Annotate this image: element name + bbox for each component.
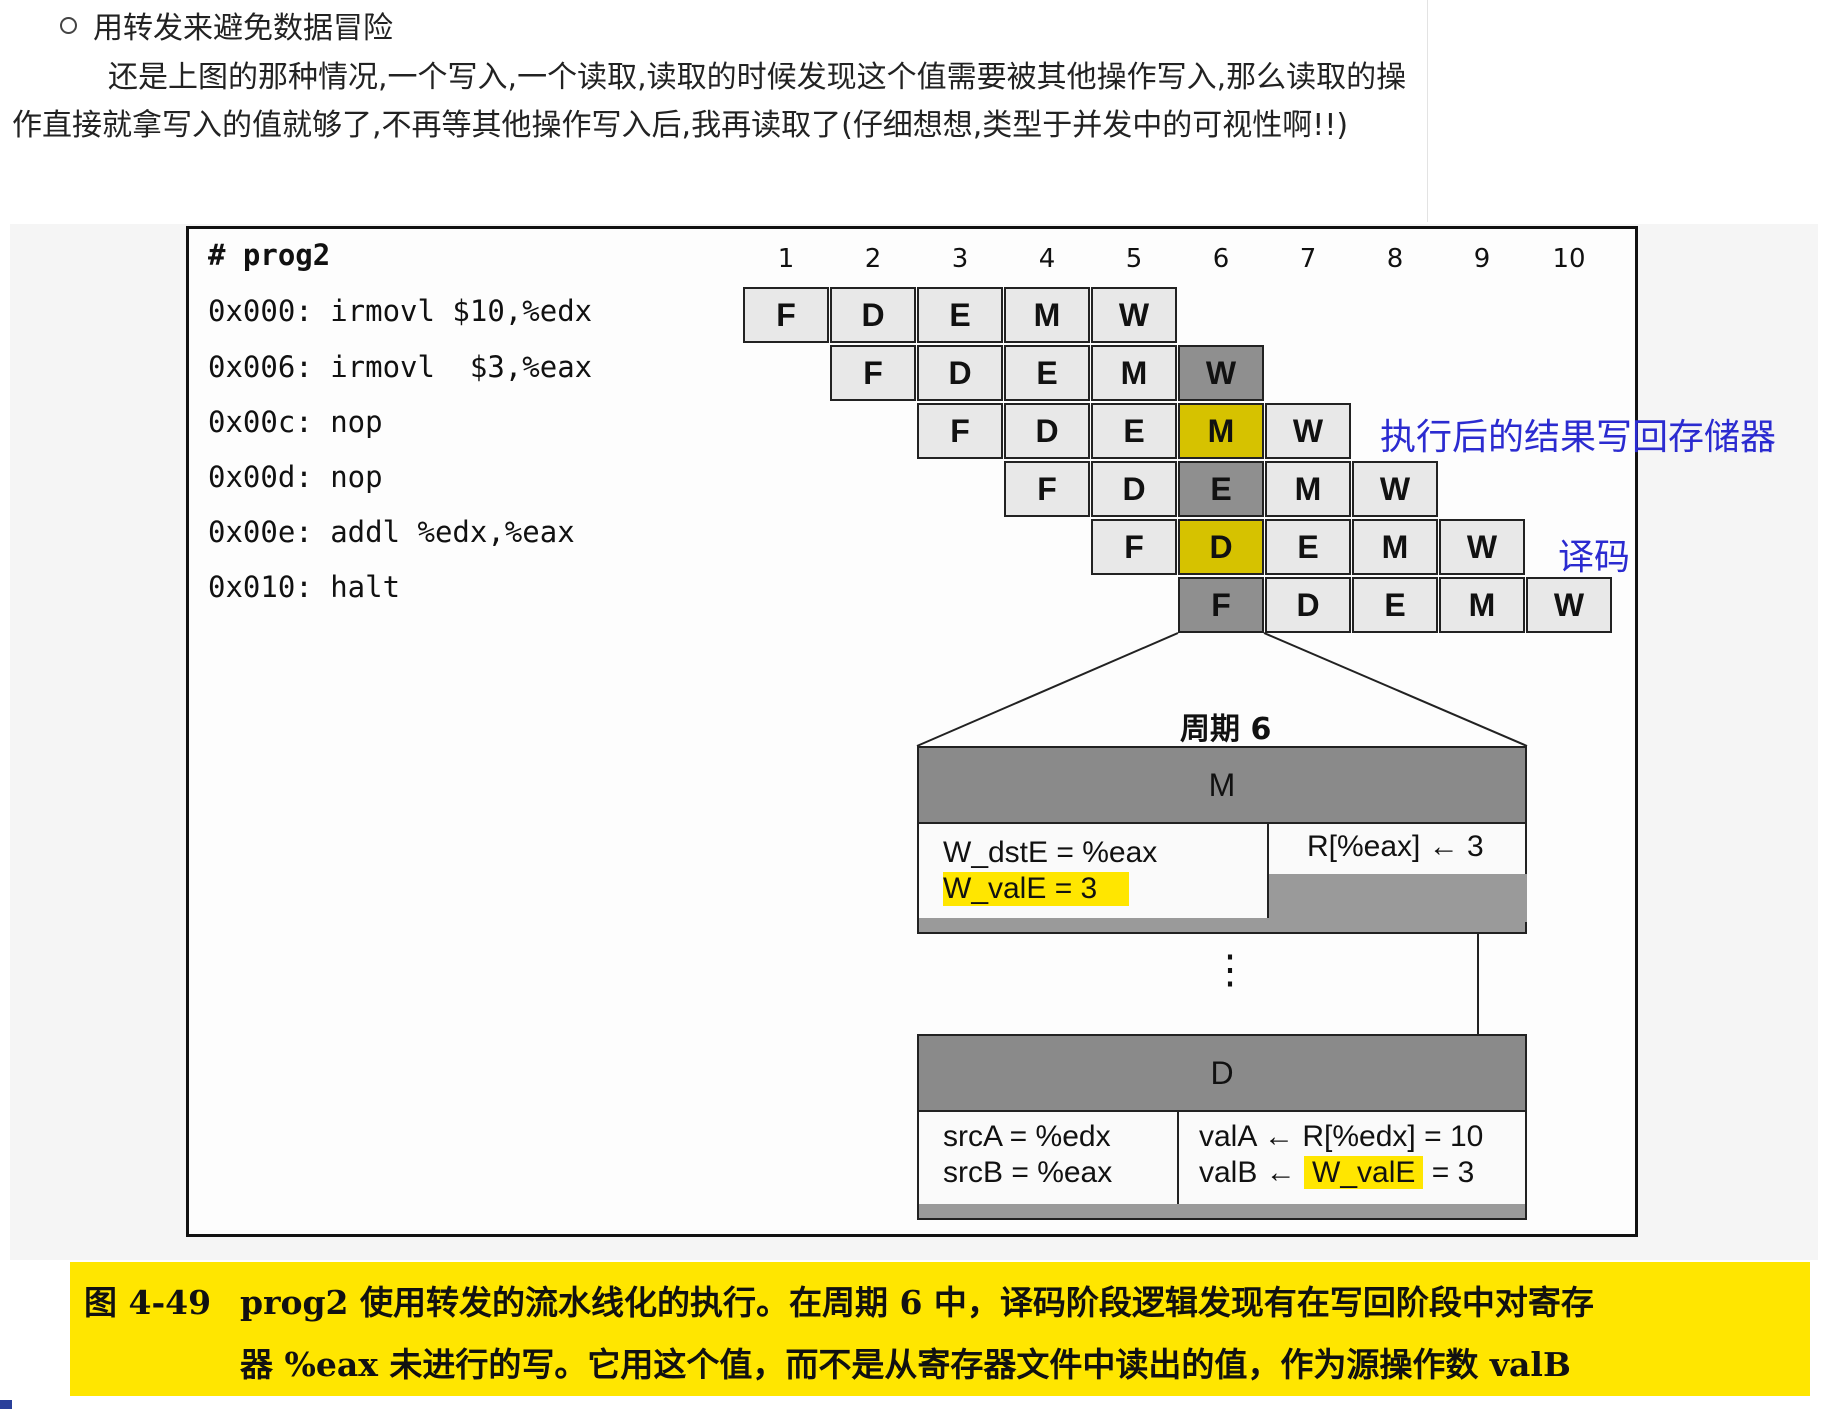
page-divider (1427, 0, 1428, 222)
stage-cell-d: D (917, 345, 1003, 401)
cycle-title: 周期 6 (1180, 712, 1272, 747)
stage-cell-f: F (1091, 519, 1177, 575)
annotation-decode: 译码 (1558, 536, 1631, 577)
stage-cell-w: W (1178, 345, 1264, 401)
ellipsis-dots: ⋮ (1210, 948, 1250, 992)
stage-cell-d: D (1091, 461, 1177, 517)
stage-cell-d: D (1178, 519, 1264, 575)
bullet-heading: 用转发来避免数据冒险 (60, 6, 393, 52)
cycle-number: 10 (1552, 244, 1586, 274)
caption-label: 图 4-49 (84, 1283, 212, 1322)
m-stage-header: M (919, 748, 1525, 822)
cycle-number: 2 (864, 244, 882, 274)
cycle-number: 6 (1212, 244, 1230, 274)
stage-cell-m: M (1004, 287, 1090, 343)
code-line: 0x00e: addl %edx,%eax (208, 515, 575, 549)
cycle-number: 3 (951, 244, 969, 274)
stage-cell-w: W (1526, 577, 1612, 633)
code-line: 0x000: irmovl $10,%edx (208, 294, 593, 328)
stage-cell-f: F (917, 403, 1003, 459)
stage-cell-m: M (1352, 519, 1438, 575)
stage-cell-e: E (1352, 577, 1438, 633)
cycle-number: 5 (1125, 244, 1143, 274)
cycle-number: 4 (1038, 244, 1056, 274)
valb-line: valB ← W_valE = 3 (1199, 1156, 1474, 1190)
stage-cell-w: W (1352, 461, 1438, 517)
cycle-number: 9 (1473, 244, 1491, 274)
w-vale-text: W_valE = 3 (943, 872, 1130, 906)
d-stage-box: D srcA = %edx srcB = %eax valA ← R[%edx]… (917, 1034, 1527, 1220)
stage-cell-f: F (1178, 577, 1264, 633)
stage-cell-e: E (1178, 461, 1264, 517)
stage-cell-w: W (1265, 403, 1351, 459)
stage-cell-e: E (1265, 519, 1351, 575)
stage-cell-f: F (830, 345, 916, 401)
stage-cell-m: M (1178, 403, 1264, 459)
corner-marker (0, 1400, 12, 1409)
cycle-number: 7 (1299, 244, 1317, 274)
code-line: 0x00d: nop (208, 460, 383, 494)
vala-text: valA ← R[%edx] = 10 (1199, 1120, 1484, 1153)
stage-cell-e: E (1091, 403, 1177, 459)
stage-cell-e: E (1004, 345, 1090, 401)
bullet-circle-icon (60, 17, 77, 34)
stage-cell-w: W (1091, 287, 1177, 343)
stage-cell-e: E (917, 287, 1003, 343)
cycle-number: 8 (1386, 244, 1404, 274)
code-line: 0x00c: nop (208, 405, 383, 439)
caption-line-1: prog2 使用转发的流水线化的执行。在周期 6 中，译码阶段逻辑发现有在写回阶… (240, 1283, 1594, 1322)
stage-cell-m: M (1439, 577, 1525, 633)
register-write-text: R[%eax] ← 3 (1307, 830, 1484, 863)
bullet-text: 用转发来避免数据冒险 (93, 11, 393, 46)
w-dste-text: W_dstE = %eax (943, 836, 1158, 869)
srcb-text: srcB = %eax (943, 1156, 1113, 1189)
stage-cell-f: F (1004, 461, 1090, 517)
annotation-writeback: 执行后的结果写回存储器 (1380, 416, 1777, 457)
code-line: 0x006: irmovl $3,%eax (208, 350, 593, 384)
m-stage-box: M W_dstE = %eax W_valE = 3 R[%eax] ← 3 (917, 746, 1527, 934)
code-line: 0x010: halt (208, 570, 401, 604)
stage-cell-m: M (1091, 345, 1177, 401)
stage-cell-d: D (1004, 403, 1090, 459)
stage-cell-d: D (1265, 577, 1351, 633)
valb-prefix: valB ← (1199, 1156, 1296, 1189)
stage-cell-m: M (1265, 461, 1351, 517)
srca-text: srcA = %edx (943, 1120, 1111, 1153)
d-stage-header: D (919, 1036, 1525, 1110)
program-title: # prog2 (208, 238, 331, 272)
figure-caption-highlight (70, 1262, 1810, 1396)
stage-cell-d: D (830, 287, 916, 343)
stage-cell-w: W (1439, 519, 1525, 575)
cycle-number: 1 (777, 244, 795, 274)
caption-line-2: 器 %eax 未进行的写。它用这个值，而不是从寄存器文件中读出的值，作为源操作数… (240, 1345, 1571, 1384)
valb-forwarded-value: W_valE (1304, 1156, 1424, 1189)
valb-suffix: = 3 (1431, 1156, 1475, 1189)
body-paragraph: 还是上图的那种情况,一个写入,一个读取,读取的时候发现这个值需要被其他操作写入,… (12, 60, 1407, 143)
stage-cell-f: F (743, 287, 829, 343)
